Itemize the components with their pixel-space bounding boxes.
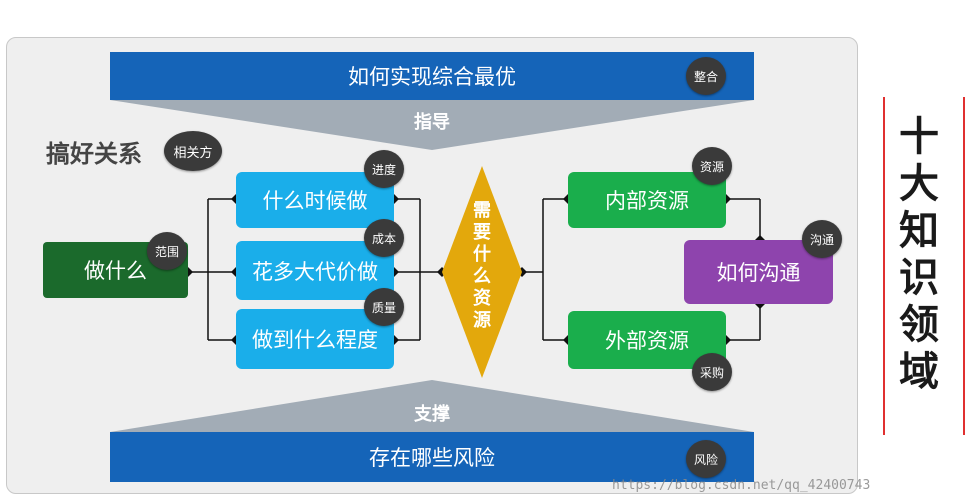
- scope-badge: 范围: [147, 232, 187, 270]
- schedule-box-label: 什么时候做: [262, 189, 368, 213]
- left-bracket: [188, 198, 236, 341]
- diamond-char: 需: [473, 200, 491, 221]
- side-title-char: 十: [899, 114, 939, 160]
- side-title-char: 域: [899, 349, 939, 395]
- top-bar-label: 如何实现综合最优: [348, 65, 516, 89]
- side-accent-line-right: [963, 97, 965, 435]
- support-label: 支撑: [414, 404, 450, 425]
- scope-box: 做什么: [43, 242, 188, 298]
- diamond-char: 要: [473, 222, 491, 243]
- side-title-char: 领: [899, 302, 939, 348]
- side-title-char: 识: [899, 255, 939, 301]
- guide-funnel: [110, 100, 754, 150]
- top-bar: 如何实现综合最优: [110, 52, 754, 100]
- right-bracket: [522, 198, 568, 341]
- bottom-bar-label: 存在哪些风险: [369, 446, 495, 470]
- bottom-bar: 存在哪些风险: [110, 432, 754, 482]
- cost-badge: 成本: [364, 219, 404, 257]
- quality-badge: 质量: [364, 288, 404, 326]
- procurement-badge: 采购: [692, 353, 732, 391]
- schedule-badge: 进度: [364, 150, 404, 188]
- middle-bracket: [394, 198, 442, 341]
- diamond-char: 什: [473, 244, 491, 265]
- stakeholder-badge: 相关方: [164, 131, 222, 171]
- comm-connectors: [726, 198, 761, 341]
- external-resource-label: 外部资源: [605, 329, 689, 353]
- diamond-char: 资: [473, 288, 491, 309]
- resource-badge: 资源: [692, 147, 732, 185]
- risk-badge: 风险: [686, 440, 726, 478]
- diamond-label: 需 要 什 么 资 源: [466, 200, 498, 332]
- integration-badge: 整合: [686, 57, 726, 95]
- internal-resource-label: 内部资源: [605, 189, 689, 213]
- diamond-char: 么: [473, 266, 491, 287]
- cost-box-label: 花多大代价做: [252, 259, 378, 284]
- relation-title: 搞好关系: [46, 140, 142, 168]
- schedule-box: 什么时候做: [236, 172, 394, 228]
- side-title: 十 大 知 识 领 域: [889, 114, 949, 396]
- quality-box-label: 做到什么程度: [252, 328, 378, 352]
- watermark: https://blog.csdn.net/qq_42400743: [612, 478, 871, 493]
- side-title-char: 知: [899, 208, 939, 254]
- side-title-char: 大: [899, 161, 939, 207]
- diamond-char: 源: [473, 310, 491, 331]
- scope-box-label: 做什么: [84, 259, 147, 283]
- side-accent-line: [883, 97, 885, 435]
- resource-diamond: [442, 166, 522, 378]
- support-funnel: [110, 380, 754, 432]
- cost-box: 花多大代价做: [236, 241, 394, 300]
- guide-label: 指导: [414, 112, 450, 133]
- communication-label: 如何沟通: [716, 261, 801, 285]
- communication-badge: 沟通: [802, 220, 842, 258]
